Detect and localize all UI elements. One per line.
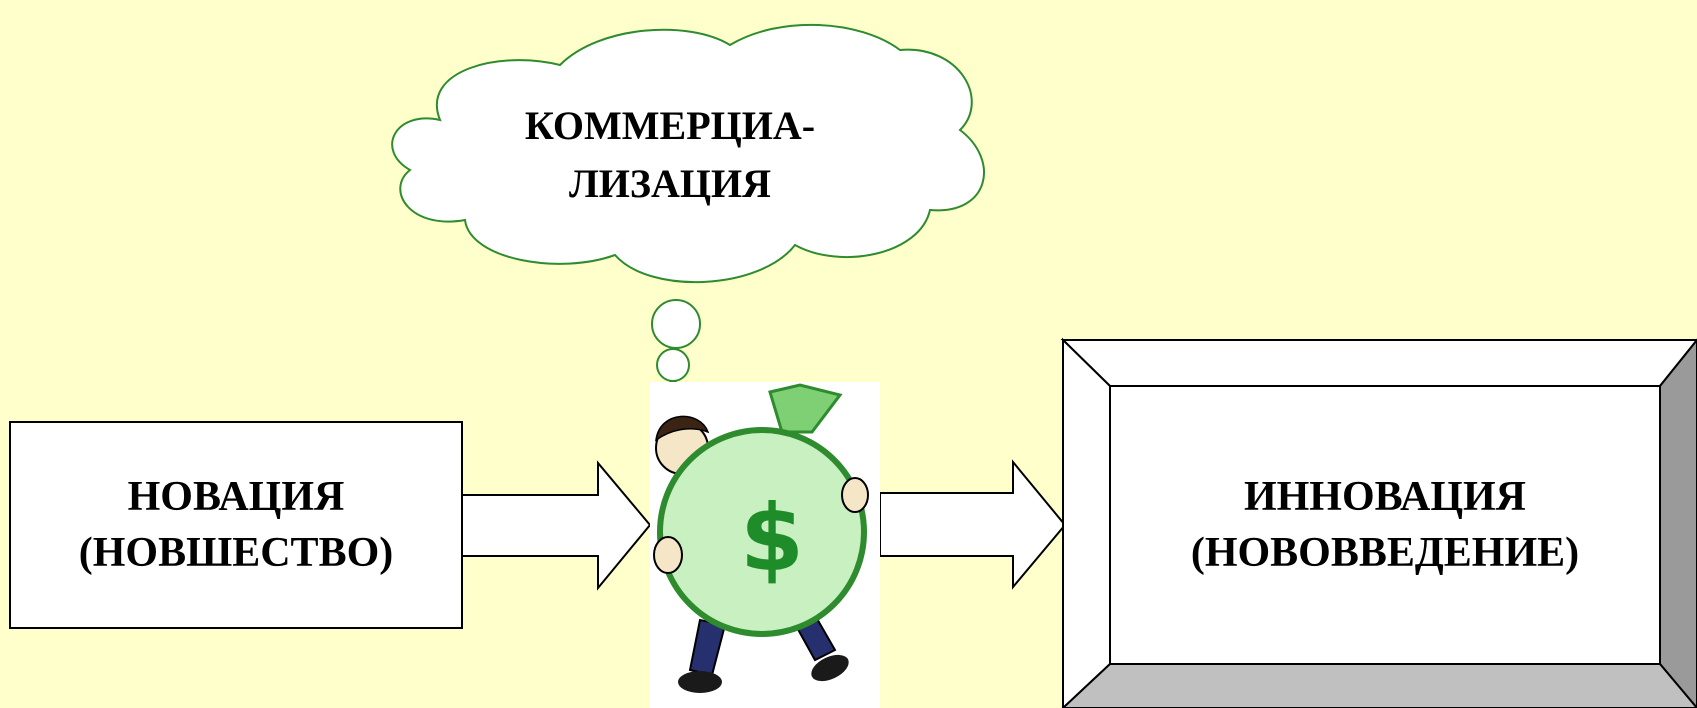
novation-line-2: (НОВШЕСТВО) (79, 525, 394, 581)
commercialization-label: КОММЕРЦИА- ЛИЗАЦИЯ (470, 100, 870, 210)
arrow-right-1 (462, 463, 650, 588)
commercialization-line-1: КОММЕРЦИА- (525, 97, 815, 155)
arrow-right-2 (880, 462, 1065, 587)
dollar-sign-icon: $ (740, 485, 804, 592)
man-with-money-bag-icon: $ (650, 382, 880, 708)
innovation-line-1: ИННОВАЦИЯ (1244, 469, 1526, 525)
novation-line-1: НОВАЦИЯ (128, 469, 345, 525)
innovation-label: ИННОВАЦИЯ (НОВОВВЕДЕНИЕ) (1110, 386, 1660, 664)
novation-label: НОВАЦИЯ (НОВШЕСТВО) (10, 422, 462, 628)
innovation-line-2: (НОВОВВЕДЕНИЕ) (1191, 525, 1579, 581)
commercialization-line-2: ЛИЗАЦИЯ (569, 155, 771, 213)
thought-bubble-medium (657, 349, 689, 381)
thought-bubble-large (652, 300, 700, 348)
